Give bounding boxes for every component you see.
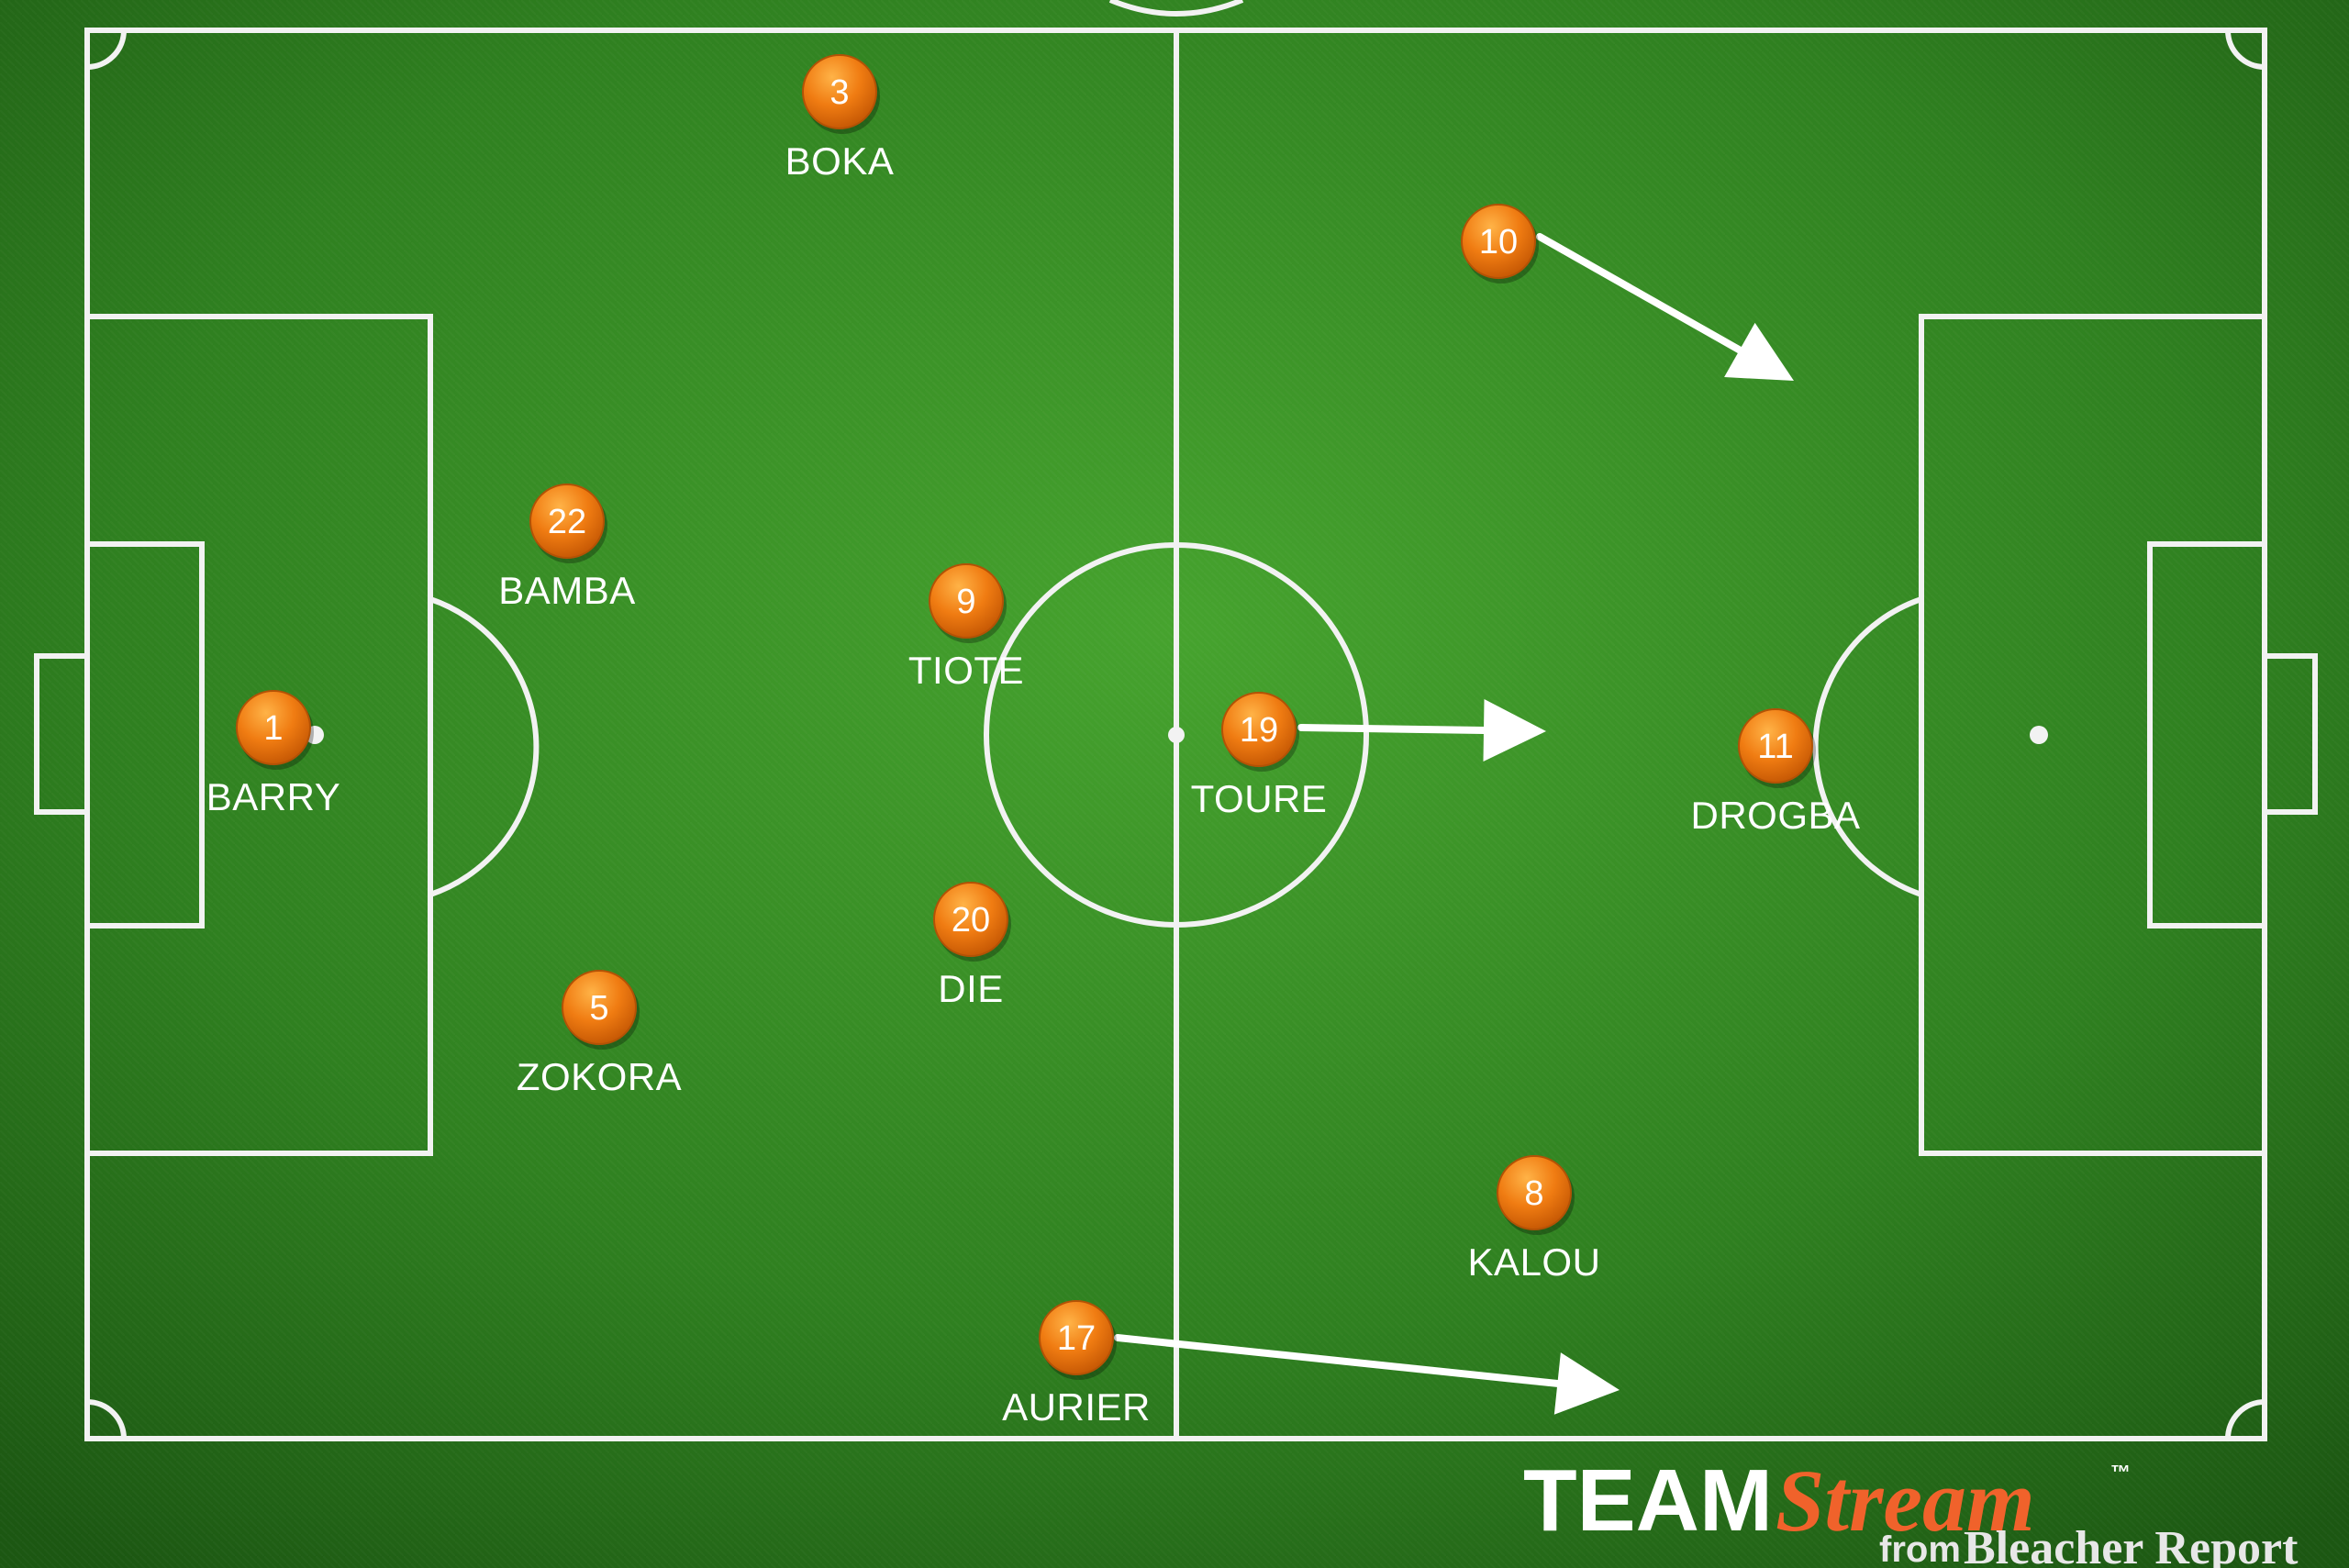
branding-logo: TEAM Stream ™ from Bleacher Report: [1523, 1451, 2299, 1568]
right-goal: [2262, 653, 2318, 815]
player-ball: [933, 882, 1008, 957]
player-number: 20: [952, 901, 990, 940]
player-number: 8: [1524, 1174, 1543, 1213]
movement-arrow-10: [1536, 233, 1794, 381]
player-name: BAMBA: [498, 569, 636, 612]
player-name: KALOU: [1468, 1240, 1601, 1284]
player-name: AURIER: [1002, 1385, 1151, 1429]
player-name: ZOKORA: [517, 1055, 682, 1098]
brand-team-text: TEAM: [1523, 1451, 1773, 1550]
player-number: 11: [1757, 728, 1793, 766]
player-name: TOURE: [1191, 777, 1328, 820]
player-ball: [929, 563, 1004, 639]
player-name: DIE: [938, 967, 1004, 1010]
player-ball: [1461, 204, 1536, 279]
corner-arc-top-left: [86, 29, 127, 70]
player-number: 9: [956, 583, 975, 621]
left-goal: [34, 653, 90, 815]
player-ball: [1039, 1300, 1114, 1375]
movement-arrow-17: [1114, 1334, 1620, 1415]
centre-circle: [984, 542, 1369, 928]
arrow-head: [1483, 698, 1546, 762]
brand-from-text: from: [1879, 1529, 1961, 1568]
arrow-shaft: [1536, 233, 1743, 354]
player-marker-10: 10: [1461, 204, 1539, 284]
player-name: BOKA: [785, 139, 895, 183]
corner-arc-bottom-left: [86, 1399, 127, 1440]
pitch-markings: [34, 0, 2318, 1441]
arrow-shaft: [1114, 1334, 1562, 1387]
players: 1BARRY22BAMBA5ZOKORA3BOKA9TIOTE20DIE19TO…: [206, 54, 1860, 1429]
corner-arc-bottom-right: [2225, 1399, 2266, 1440]
player-number: 5: [589, 989, 608, 1028]
right-penalty-spot: [2030, 726, 2048, 744]
arrow-head: [1724, 322, 1794, 381]
player-number: 19: [1240, 711, 1278, 750]
corner-arc-top-right: [2225, 29, 2266, 70]
player-number: 1: [263, 709, 283, 748]
player-number: 10: [1479, 223, 1518, 261]
brand-bleacher-report-text: Bleacher Report: [1964, 1522, 2299, 1568]
right-penalty-arc: [1812, 596, 1922, 897]
arrow-shaft: [1297, 724, 1488, 734]
left-penalty-arc: [429, 596, 540, 897]
player-ball: [1738, 708, 1813, 784]
player-number: 3: [829, 73, 849, 112]
brand-trademark: ™: [2110, 1461, 2131, 1484]
arrow-head: [1553, 1352, 1620, 1415]
movement-arrow-19: [1297, 698, 1546, 762]
player-ball: [802, 54, 877, 129]
player-ball: [529, 484, 605, 559]
centre-spot: [1168, 727, 1185, 743]
player-ball: [236, 690, 311, 765]
player-number: 22: [548, 503, 586, 541]
movement-arrows: [1114, 233, 1794, 1415]
player-name: DROGBA: [1690, 794, 1860, 837]
player-number: 17: [1057, 1319, 1096, 1358]
player-name: TIOTE: [908, 649, 1024, 692]
player-ball: [1221, 692, 1297, 767]
brand-stream-text: Stream: [1776, 1451, 2035, 1550]
centre-mark-top: [1108, 0, 1244, 17]
player-ball: [1497, 1155, 1572, 1230]
player-ball: [562, 970, 637, 1045]
player-name: BARRY: [206, 775, 340, 818]
